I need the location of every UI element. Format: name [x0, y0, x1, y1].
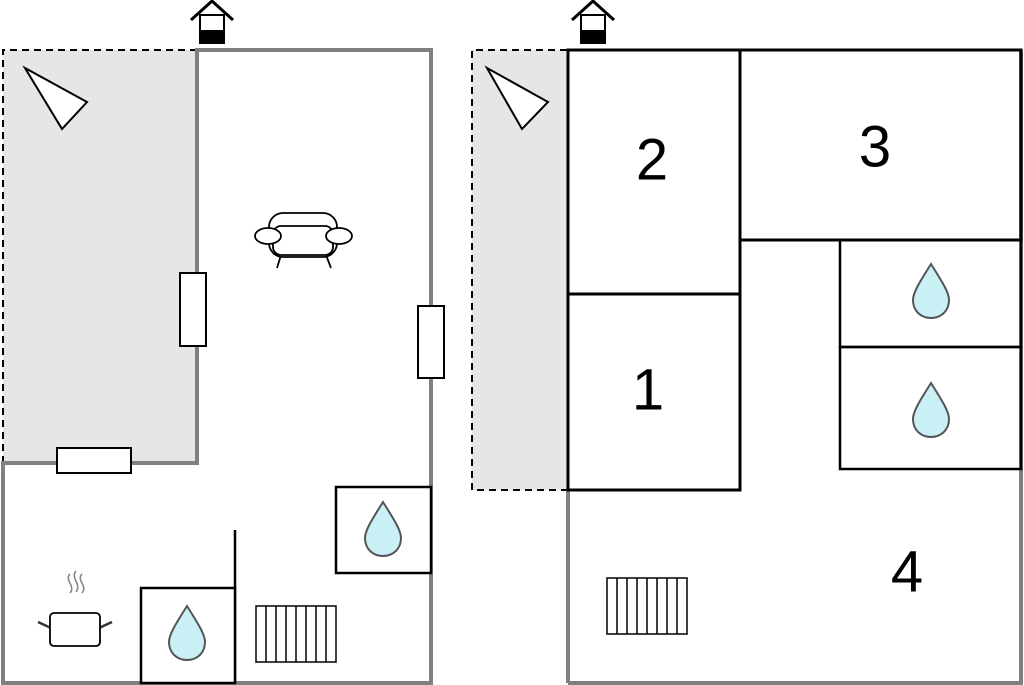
terrace-triangle-icon: [22, 65, 89, 131]
ground-floor: [1, 0, 445, 685]
room-label-2: 2: [636, 128, 668, 193]
terrace-triangle-icon: [484, 65, 550, 131]
sofa-icon: [254, 212, 353, 269]
entrance-house-icon: [189, 0, 235, 45]
radiator-icon: [255, 605, 337, 663]
terrace-dashed-border: [2, 49, 197, 463]
water-drop-icon: [912, 263, 950, 319]
room-label-4: 4: [891, 540, 923, 605]
room-1: [566, 292, 742, 492]
water-drop-icon: [912, 382, 950, 438]
outer-wall: [1, 48, 433, 685]
window: [417, 305, 445, 379]
terrace-area: [3, 50, 197, 463]
radiator-icon: [606, 577, 688, 635]
window: [56, 447, 132, 474]
room-label-3: 3: [859, 115, 891, 180]
bathroom: [838, 345, 1023, 471]
terrace-dashed-border: [471, 49, 568, 491]
entrance-house-icon: [570, 0, 616, 45]
cooking-pot-icon: [37, 570, 113, 647]
window: [179, 272, 207, 347]
room-label-1: 1: [632, 358, 664, 423]
upper-floor: 2 3 1 4: [471, 0, 1023, 685]
